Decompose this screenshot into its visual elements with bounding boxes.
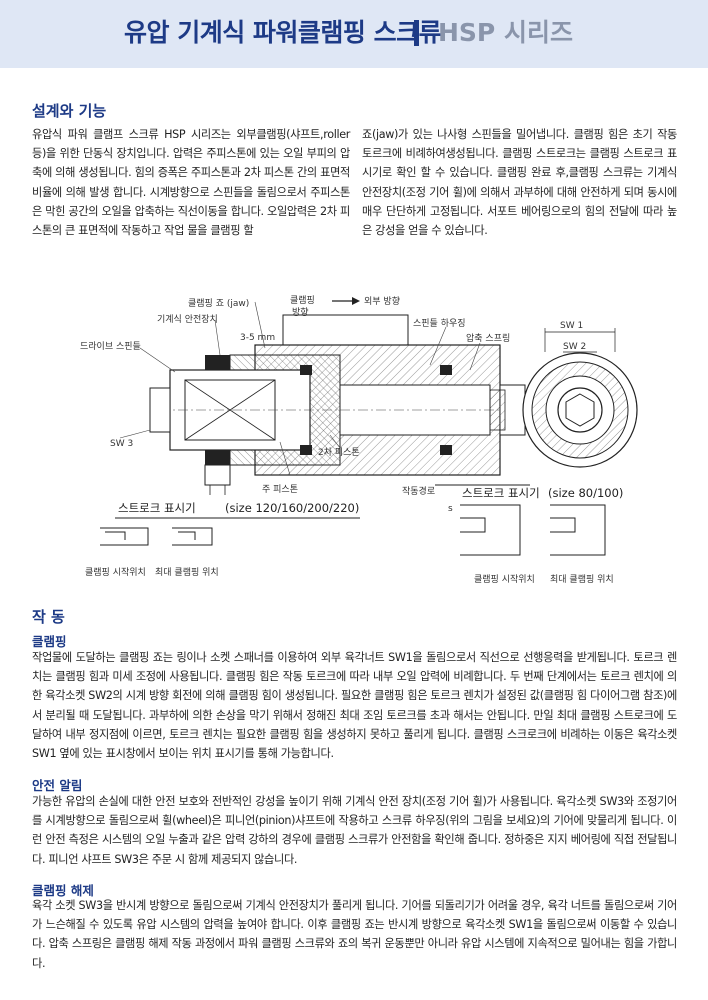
stroke-indicator-detail: [100, 484, 606, 556]
label-sw2: SW 2: [563, 342, 586, 352]
label-clamping-direction-1: 클램핑: [290, 294, 315, 306]
label-size-a: (size 120/160/200/220): [225, 501, 359, 515]
design-section-title: 설계와 기능: [32, 102, 107, 120]
release-title: 클램핑 해제: [32, 883, 94, 898]
label-main-piston: 주 피스톤: [262, 484, 298, 495]
label-sw1: SW 1: [560, 321, 583, 331]
technical-drawing: 클램핑 죠 (jaw) 클램핑 방향 외부 방향 기계식 안전장치 드라이브 스…: [80, 294, 638, 585]
label-start-pos-a: 클램핑 시작위치: [85, 566, 146, 578]
header-banner: 유압 기계식 파워클램핑 스크류 HSP 시리즈: [0, 0, 708, 68]
end-view: [522, 328, 638, 468]
label-clamping-direction-2: 방향: [292, 306, 309, 318]
cross-section-body: [149, 314, 526, 495]
label-size-b: (size 80/100): [548, 486, 623, 500]
label-safety: 기계식 안전장치: [157, 313, 218, 325]
series-name: HSP 시리즈: [438, 18, 573, 47]
label-secondary-piston: 2차 피스톤: [318, 446, 360, 458]
label-gap: 3-5 mm: [240, 333, 275, 343]
label-sw3: SW 3: [110, 439, 133, 449]
label-max-pos-a: 최대 클램핑 위치: [155, 566, 219, 578]
design-text-right: 죠(jaw)가 있는 나사형 스핀들을 밀어냅니다. 클램핑 힘은 초기 작동 …: [362, 128, 677, 238]
label-s: s: [448, 504, 453, 514]
label-drive-spindle: 드라이브 스핀들: [80, 341, 141, 352]
title-divider: [414, 20, 419, 46]
label-start-pos-b: 클램핑 시작위치: [474, 573, 535, 585]
release-text: 육각 소켓 SW3을 반시계 방향으로 돌림으로써 기계식 안전장치가 풀리게 …: [32, 899, 677, 970]
label-stroke-indicator-a: 스트로크 표시기: [118, 501, 196, 515]
label-spindle-housing: 스핀들 하우징: [413, 318, 466, 329]
clamping-title: 클램핑: [32, 634, 67, 649]
label-stroke-indicator-b: 스트로크 표시기: [462, 486, 540, 500]
operation-section-title: 작 동: [32, 608, 65, 626]
safety-title: 안전 알림: [32, 778, 83, 793]
safety-text: 가능한 유압의 손실에 대한 안전 보호와 전반적인 강성을 높이기 위해 기계…: [32, 795, 677, 866]
clamping-text: 작업물에 도달하는 클램핑 죠는 링이나 소켓 스패너를 이용하여 외부 육각너…: [32, 651, 677, 761]
label-jaw: 클램핑 죠 (jaw): [188, 297, 249, 309]
label-pressure-spring: 압축 스프링: [466, 332, 510, 344]
label-external-direction: 외부 방향: [364, 295, 400, 307]
label-stroke-path: 작동경로: [402, 485, 435, 497]
label-max-pos-b: 최대 클램핑 위치: [550, 573, 614, 585]
page-title: 유압 기계식 파워클램핑 스크류: [124, 18, 442, 47]
design-text-left: 유압식 파워 클램프 스크류 HSP 시리즈는 외부클램핑(샤프트,roller…: [32, 128, 350, 238]
